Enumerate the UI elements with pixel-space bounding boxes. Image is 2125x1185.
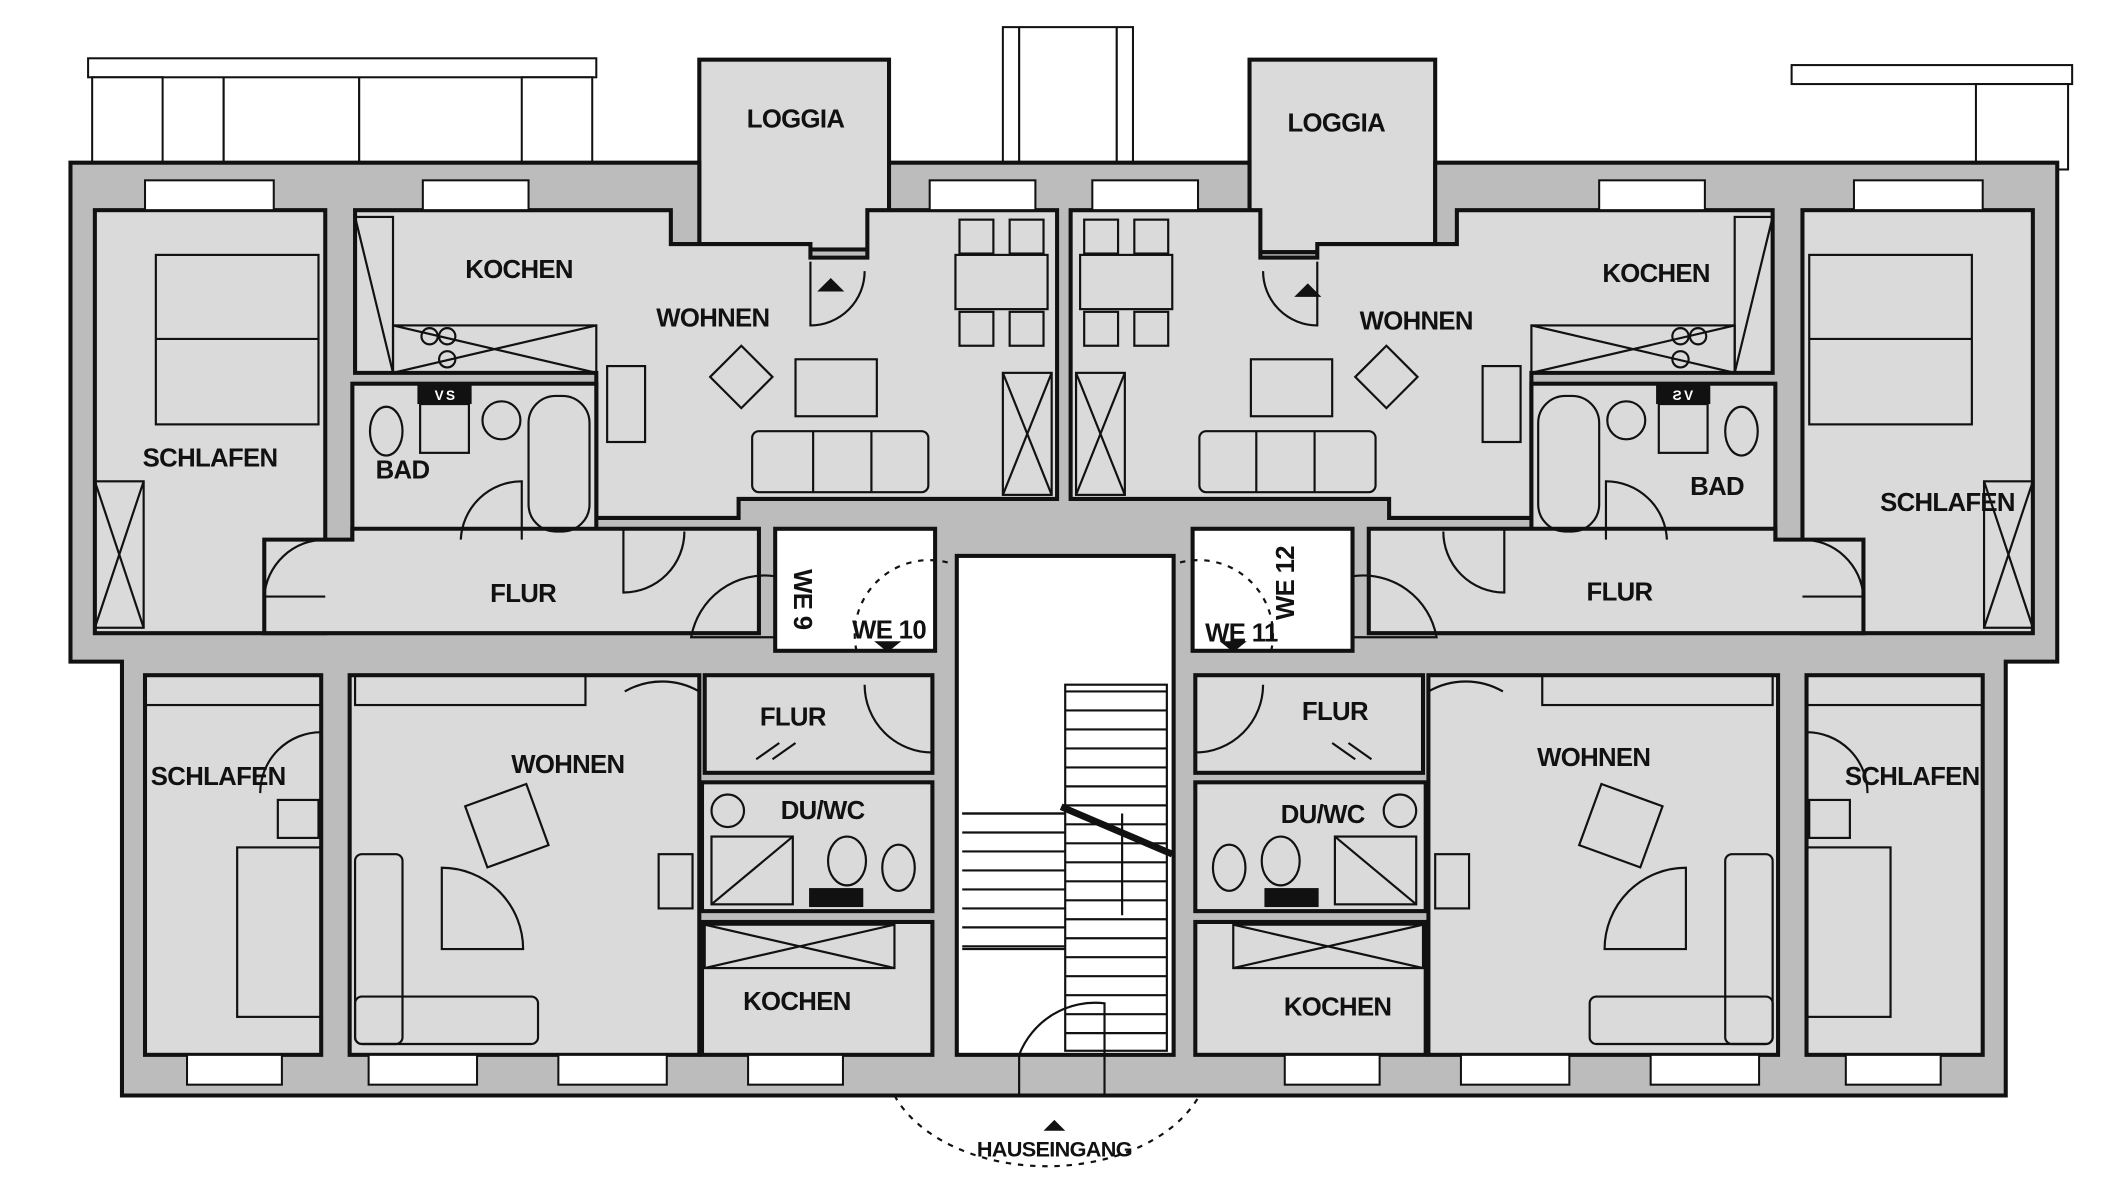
entrance-arrow-we11 bbox=[1219, 641, 1247, 653]
label-flur-we10: FLUR bbox=[760, 703, 827, 731]
balconies bbox=[87, 26, 2074, 171]
label-loggia-we12: LOGGIA bbox=[1288, 110, 1386, 138]
loggia-door-arrow-left bbox=[817, 277, 845, 292]
label-wohnen-we9: WOHNEN bbox=[656, 305, 769, 333]
label-wohnen-we11: WOHNEN bbox=[1537, 744, 1650, 772]
label-schlafen-we10: SCHLAFEN bbox=[151, 763, 286, 791]
label-wohnen-we12: WOHNEN bbox=[1360, 307, 1473, 335]
label-flur-we9: FLUR bbox=[490, 580, 557, 608]
label-bad-we12: BAD bbox=[1690, 473, 1744, 501]
label-we11: WE 11 bbox=[1205, 619, 1278, 647]
label-flur-we12: FLUR bbox=[1587, 579, 1654, 607]
label-kochen-we11: KOCHEN bbox=[1284, 994, 1392, 1022]
loggia-left bbox=[697, 57, 892, 252]
label-hauseingang: HAUSEINGANG bbox=[977, 1137, 1132, 1162]
room-labels: LOGGIA KOCHEN WOHNEN SCHLAFEN BAD FLUR W… bbox=[143, 105, 2016, 1162]
label-schlafen-we12: SCHLAFEN bbox=[1880, 489, 2015, 517]
left-half-rooms: V S bbox=[92, 179, 1060, 1086]
label-wohnen-we10: WOHNEN bbox=[511, 751, 624, 779]
stairwell bbox=[893, 553, 1201, 1168]
label-duwc-we10: DU/WC bbox=[781, 797, 865, 825]
shaft-label: V S bbox=[435, 388, 455, 403]
label-kochen-we12: KOCHEN bbox=[1602, 260, 1710, 288]
label-schlafen-we9: SCHLAFEN bbox=[143, 444, 278, 472]
label-we9: WE 9 bbox=[788, 569, 816, 630]
label-we10: WE 10 bbox=[852, 617, 926, 645]
loggia-right bbox=[1247, 57, 1438, 255]
label-loggia-we9: LOGGIA bbox=[747, 105, 845, 133]
label-kochen-we10: KOCHEN bbox=[743, 988, 851, 1016]
label-we12: WE 12 bbox=[1272, 546, 1300, 620]
label-flur-we11: FLUR bbox=[1302, 698, 1369, 726]
label-bad-we9: BAD bbox=[376, 457, 430, 485]
label-kochen-we9: KOCHEN bbox=[465, 256, 573, 284]
label-duwc-we11: DU/WC bbox=[1281, 801, 1365, 829]
label-schlafen-we11: SCHLAFEN bbox=[1845, 763, 1980, 791]
loggia-door-arrow-right bbox=[1294, 283, 1322, 297]
entrance-arrow-we10 bbox=[874, 641, 902, 653]
